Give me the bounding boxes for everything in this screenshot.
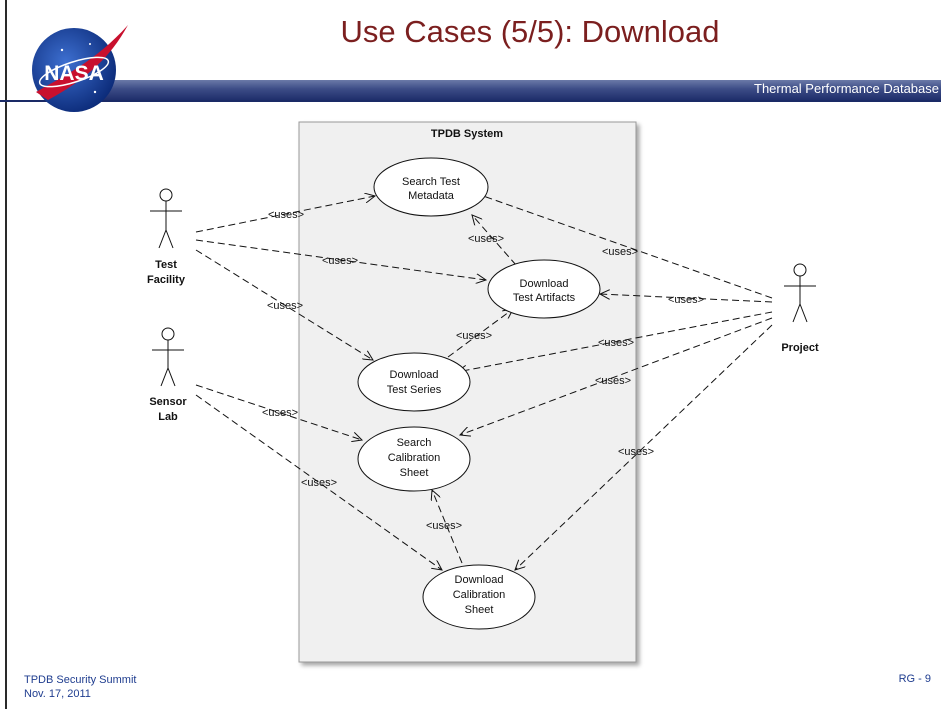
relation-sensor-lab-search-calibration [195,384,362,440]
use-case-label: Search [397,437,432,449]
slide-title: Use Cases (5/5): Download [340,14,720,49]
relation-test-facility-search-metadata [195,196,375,233]
slide-frame-left [5,0,7,709]
actor-label: Test [155,259,177,271]
relation-label: <uses> [301,477,337,489]
relation-project-search-metadata [472,192,773,299]
use-case-download-test-artifacts: Download Test Artifacts [487,259,601,319]
relation-label: <uses> [468,233,504,245]
relation-label: <uses> [598,337,634,349]
relation-project-download-calibration [515,324,773,570]
relation-download-calibration-uses-search [432,490,463,564]
nasa-logo-text: NASA [44,62,104,85]
relation-label: <uses> [267,300,303,312]
stick-figure-icon [784,263,816,323]
use-case-label: Search Test [402,176,460,188]
relation-project-download-series [457,311,773,372]
footer-event: TPDB Security Summit [24,674,137,686]
use-case-label: Download [455,574,504,586]
relation-artifacts-extends-metadata [472,215,517,266]
relation-label: <uses> [456,330,492,342]
use-case-label: Metadata [408,190,455,202]
actor-test-facility: Test Facility [147,188,186,286]
use-case-label: Download [520,278,569,290]
actor-label: Facility [147,274,186,286]
use-case-search-calibration-sheet: Search Calibration Sheet [357,426,471,492]
footer-date: Nov. 17, 2011 [24,688,91,700]
use-case-label: Test Artifacts [513,292,576,304]
nasa-logo: NASA [32,25,128,112]
use-case-search-test-metadata: Search Test Metadata [373,157,489,217]
relation-label: <uses> [426,520,462,532]
relation-label: <uses> [262,407,298,419]
actor-label: Sensor [149,396,187,408]
use-case-label: Download [390,369,439,381]
relation-labels: <uses> <uses> <uses> <uses> <uses> <uses… [262,209,704,532]
stick-figure-icon [152,327,184,387]
relation-project-download-artifacts [600,294,773,303]
use-case-label: Sheet [400,467,429,479]
actor-project: Project [781,263,819,354]
footer-event-info: TPDB Security Summit Nov. 17, 2011 [24,673,136,701]
relation-series-uses-artifacts [447,309,513,358]
header-rule [0,100,941,102]
relation-test-facility-download-series [195,249,373,360]
relation-label: <uses> [322,255,358,267]
relation-label: <uses> [668,294,704,306]
relation-label: <uses> [595,375,631,387]
page-number: RG - 9 [898,673,931,685]
actor-label: Lab [158,411,178,423]
relation-project-search-calibration [460,317,773,435]
actor-label: Project [781,342,819,354]
use-case-label: Test Series [387,384,442,396]
stick-figure-icon [150,188,182,249]
relation-label: <uses> [602,246,638,258]
use-case-label: Calibration [453,589,506,601]
relation-label: <uses> [268,209,304,221]
slide-subtitle: Thermal Performance Database [754,81,939,96]
header-bar [95,80,941,100]
system-boundary-label: TPDB System [431,128,503,140]
use-case-download-calibration-sheet: Download Calibration Sheet [422,564,536,630]
use-case-download-test-series: Download Test Series [357,352,471,412]
use-case-label: Calibration [388,452,441,464]
actor-sensor-lab: Sensor Lab [149,327,187,423]
relation-sensor-lab-download-calibration [195,394,442,570]
relation-test-facility-download-artifacts [195,239,486,280]
relation-label: <uses> [618,446,654,458]
use-case-label: Sheet [465,604,494,616]
